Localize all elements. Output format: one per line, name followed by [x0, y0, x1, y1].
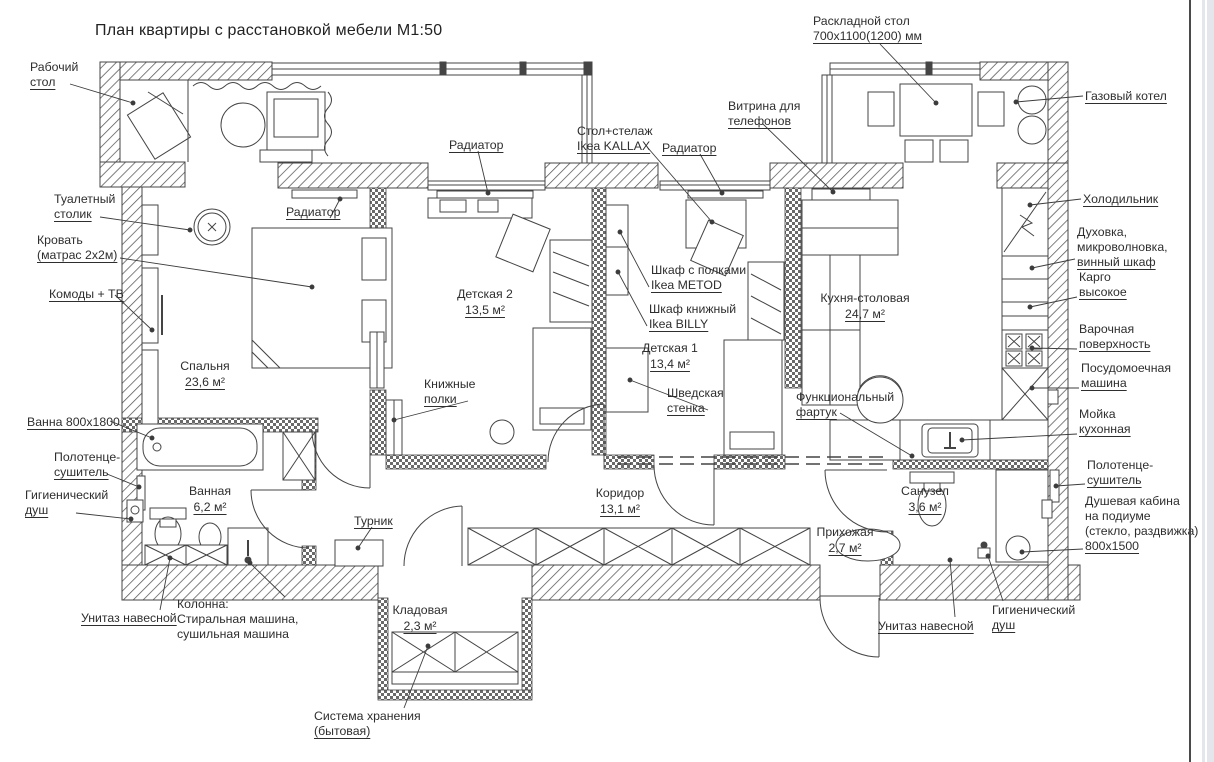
bed-kids1: [723, 339, 783, 456]
stool-kids2: [489, 419, 515, 445]
toilet-right: [909, 471, 955, 527]
label-fridge: Холодильник: [1083, 192, 1159, 206]
label-dressers-tv: Комоды + ТВ: [49, 287, 124, 301]
wall-bars: [605, 347, 649, 413]
bathtub: [136, 423, 264, 471]
radiator-bedroom: [291, 189, 358, 199]
label-gas-boiler: Газовый котел: [1085, 89, 1167, 103]
page-border-line: [1189, 0, 1191, 762]
washer-column: [227, 527, 269, 566]
label-oven-stack: Духовка,микроволновка,винный шкаф: [1077, 225, 1168, 269]
folding-table: [867, 83, 1005, 163]
leader-lines: [69, 43, 1086, 709]
doors: [250, 403, 888, 658]
label-pullup-bar: Турник: [354, 514, 393, 528]
label-radiator-1: Радиатор: [449, 138, 504, 152]
zone-dashed-line: [617, 456, 890, 465]
shower-cabin: [995, 469, 1053, 563]
viewer-edge-highlight: [1205, 0, 1207, 762]
label-towel-rail-left: Полотенце-сушитель: [54, 450, 121, 479]
loggia-sofa: [266, 91, 326, 151]
hob-burners: [1005, 333, 1043, 367]
chair-kids2: [495, 213, 551, 273]
pantry-storage: [391, 631, 519, 685]
vanity-mirror: [141, 204, 231, 256]
bed-kids2: [532, 327, 592, 431]
label-towel-rail-right: Полотенце-сушитель: [1087, 458, 1154, 487]
kitchen-sink: [921, 423, 979, 458]
radiator-kids2: [436, 190, 534, 199]
wardrobe-kids2: [549, 239, 593, 323]
dressers-tv: [141, 267, 163, 426]
bath-storage: [144, 544, 228, 566]
corner-sofa: [801, 199, 899, 406]
bed: [251, 227, 393, 369]
gas-boiler: [1017, 85, 1047, 145]
label-toilet-right: Унитаз навесной: [878, 619, 974, 633]
vent-shaft: [282, 431, 316, 481]
kallax-desk: [685, 199, 747, 277]
label-toilet-left: Унитаз навесной: [81, 611, 177, 625]
label-bathtub: Ванна 800x1800: [27, 415, 120, 429]
loggia-cabinet: [259, 149, 313, 163]
bookshelves: [369, 331, 403, 456]
radiator-kids1: [687, 190, 764, 199]
hygiene-shower-left: [126, 499, 144, 523]
plan-title: План квартиры с расстановкой мебели М1:5…: [95, 22, 443, 39]
corridor-storage: [467, 527, 811, 566]
label-radiator-3: Радиатор: [286, 205, 341, 219]
work-chair: [126, 91, 192, 160]
round-table: [220, 102, 266, 148]
pullup-bar: [334, 539, 384, 567]
curtain-wave: [192, 82, 332, 157]
metod-shelves: [605, 204, 629, 296]
hygiene-shower-right: [977, 541, 991, 559]
label-radiator-2: Радиатор: [662, 141, 717, 155]
label-washer-column: Колонна:Стиральная машина,сушильная маши…: [177, 597, 299, 641]
phone-vitrine: [811, 188, 871, 201]
label-storage-system: Система хранения(бытовая): [314, 709, 421, 738]
dining-armchair: [856, 375, 904, 424]
label-bed: Кровать(матрас 2х2м): [37, 233, 118, 262]
desk-kids2: [427, 197, 533, 219]
billy-bookcase: [747, 261, 785, 341]
viewer-edge-strip: [1202, 0, 1214, 762]
toilet-left: [149, 507, 187, 552]
